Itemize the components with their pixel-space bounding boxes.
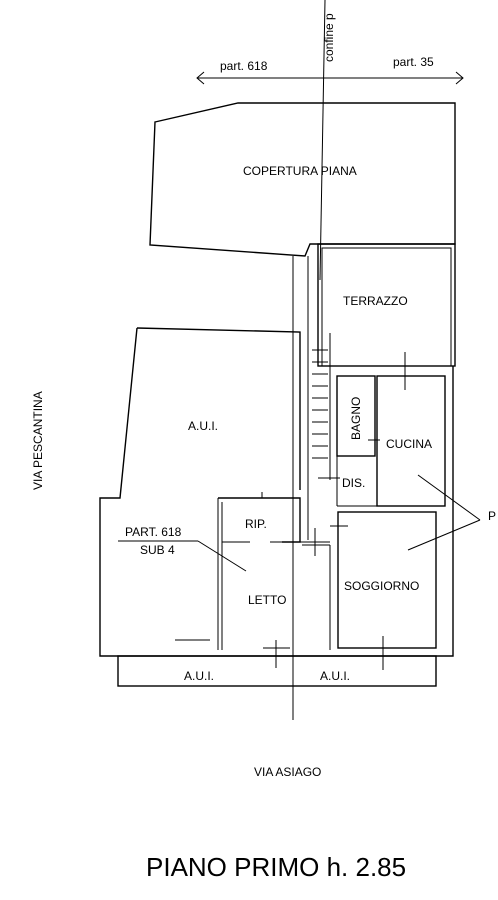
pointer-letter: P <box>488 509 496 523</box>
copertura-outline <box>149 102 456 257</box>
aui-main-label: A.U.I. <box>188 419 218 433</box>
copertura-label: COPERTURA PIANA <box>243 164 357 178</box>
soggiorno-outline <box>337 511 437 649</box>
arrow-left-icon <box>196 71 205 85</box>
confine-label: confine p <box>322 13 336 62</box>
terrazzo-inner <box>321 247 452 367</box>
cucina-label: CUCINA <box>386 437 432 451</box>
terrazzo-label: TERRAZZO <box>343 294 408 308</box>
pointer-line-1 <box>417 474 481 521</box>
pointer-line-2 <box>407 519 481 551</box>
boundary-line <box>319 0 326 281</box>
bagno-label: BAGNO <box>349 397 363 440</box>
aui-bottom-left-label: A.U.I. <box>184 669 214 683</box>
building-left-outline <box>99 327 454 657</box>
letto-label: LETTO <box>248 593 286 607</box>
balcony-strip <box>117 655 437 687</box>
part-35-label: part. 35 <box>393 55 434 69</box>
via-asiago-label: VIA ASIAGO <box>254 765 321 779</box>
via-pescantina-label: VIA PESCANTINA <box>31 391 45 490</box>
rip-label: RIP. <box>245 517 267 531</box>
cucina-outline <box>376 375 446 507</box>
sub-4-label: SUB 4 <box>140 543 175 557</box>
plan-title: PIANO PRIMO h. 2.85 <box>146 852 406 882</box>
staircase <box>312 349 328 459</box>
soggiorno-label: SOGGIORNO <box>344 579 419 593</box>
aui-bottom-right-label: A.U.I. <box>320 669 350 683</box>
building-outline <box>136 327 301 490</box>
part-618-sub-label: PART. 618 <box>125 525 182 539</box>
bagno-outline <box>336 375 376 457</box>
part-618-top-label: part. 618 <box>220 59 268 73</box>
arrow-right-icon <box>455 71 464 85</box>
dis-label: DIS. <box>342 476 365 490</box>
